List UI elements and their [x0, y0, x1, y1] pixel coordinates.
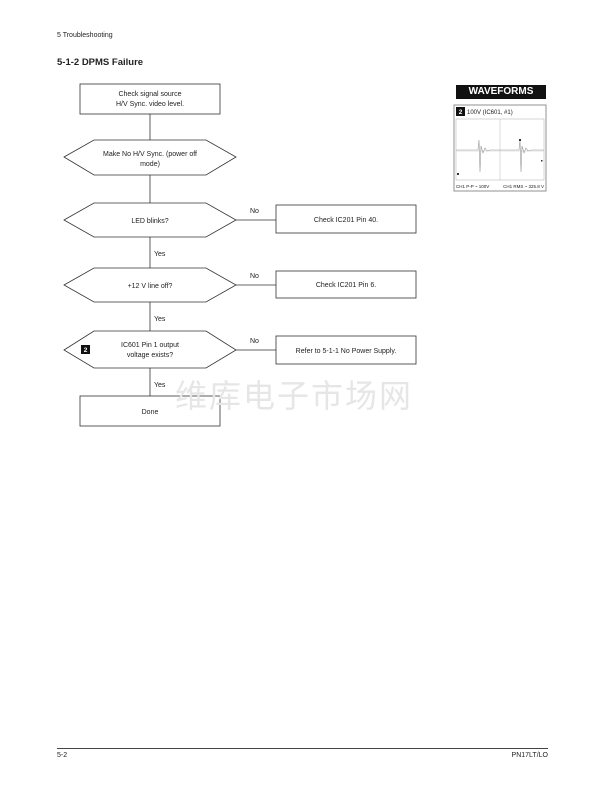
waveform-rms: CH1 RMS ~ 325.8 V: [503, 184, 544, 189]
no-label: No: [250, 208, 259, 215]
end-box: [79, 395, 221, 427]
end-text: Done: [142, 409, 159, 416]
waveform-scope: 2 100V (IC601, #1) CH1 P-P ~ 100V CH1 RM…: [453, 104, 547, 192]
decision-text: +12 V line off?: [128, 283, 173, 290]
waveform-label: 100V (IC601, #1): [467, 110, 513, 116]
step-hexagon: [63, 139, 237, 176]
decision-ic601: [63, 330, 237, 369]
waveform-badge-number: 2: [459, 109, 463, 116]
no-label: No: [250, 338, 259, 345]
page-number: 5-2: [57, 752, 68, 759]
action-text: Refer to 5-1-1 No Power Supply.: [296, 348, 397, 355]
footer-divider: [57, 748, 548, 749]
decision-text: IC601 Pin 1 output: [121, 342, 179, 349]
action-box: [275, 270, 417, 299]
step-line1: Make No H/V Sync. (power off: [103, 151, 197, 158]
action-text: Check IC201 Pin 6.: [316, 282, 376, 289]
badge-number: 2: [84, 347, 88, 354]
waveform-pp: CH1 P-P ~ 100V: [456, 184, 489, 189]
section-header: 5 Troubleshooting: [57, 32, 113, 39]
action-text: Check IC201 Pin 40.: [314, 217, 378, 224]
start-line2: H/V Sync. video level.: [116, 101, 184, 108]
action-box: [275, 204, 417, 234]
start-line1: Check signal source: [118, 91, 181, 98]
page-title: 5-1-2 DPMS Failure: [57, 57, 144, 68]
watermark: 维库电子市场网: [175, 377, 413, 415]
yes-label: Yes: [154, 316, 166, 323]
waveforms-title: WAVEFORMS: [456, 85, 546, 99]
decision-text: voltage exists?: [127, 352, 173, 359]
decision-text: LED blinks?: [131, 218, 168, 225]
action-box: [275, 335, 417, 365]
start-box: [79, 83, 221, 115]
model-name: PN17LT/LO: [511, 752, 548, 759]
yes-label: Yes: [154, 251, 166, 258]
yes-label: Yes: [154, 382, 166, 389]
no-label: No: [250, 273, 259, 280]
decision-12v: [63, 267, 237, 303]
step-line2: mode): [140, 161, 160, 168]
decision-led: [63, 202, 237, 238]
waveform-badge: [81, 345, 90, 354]
